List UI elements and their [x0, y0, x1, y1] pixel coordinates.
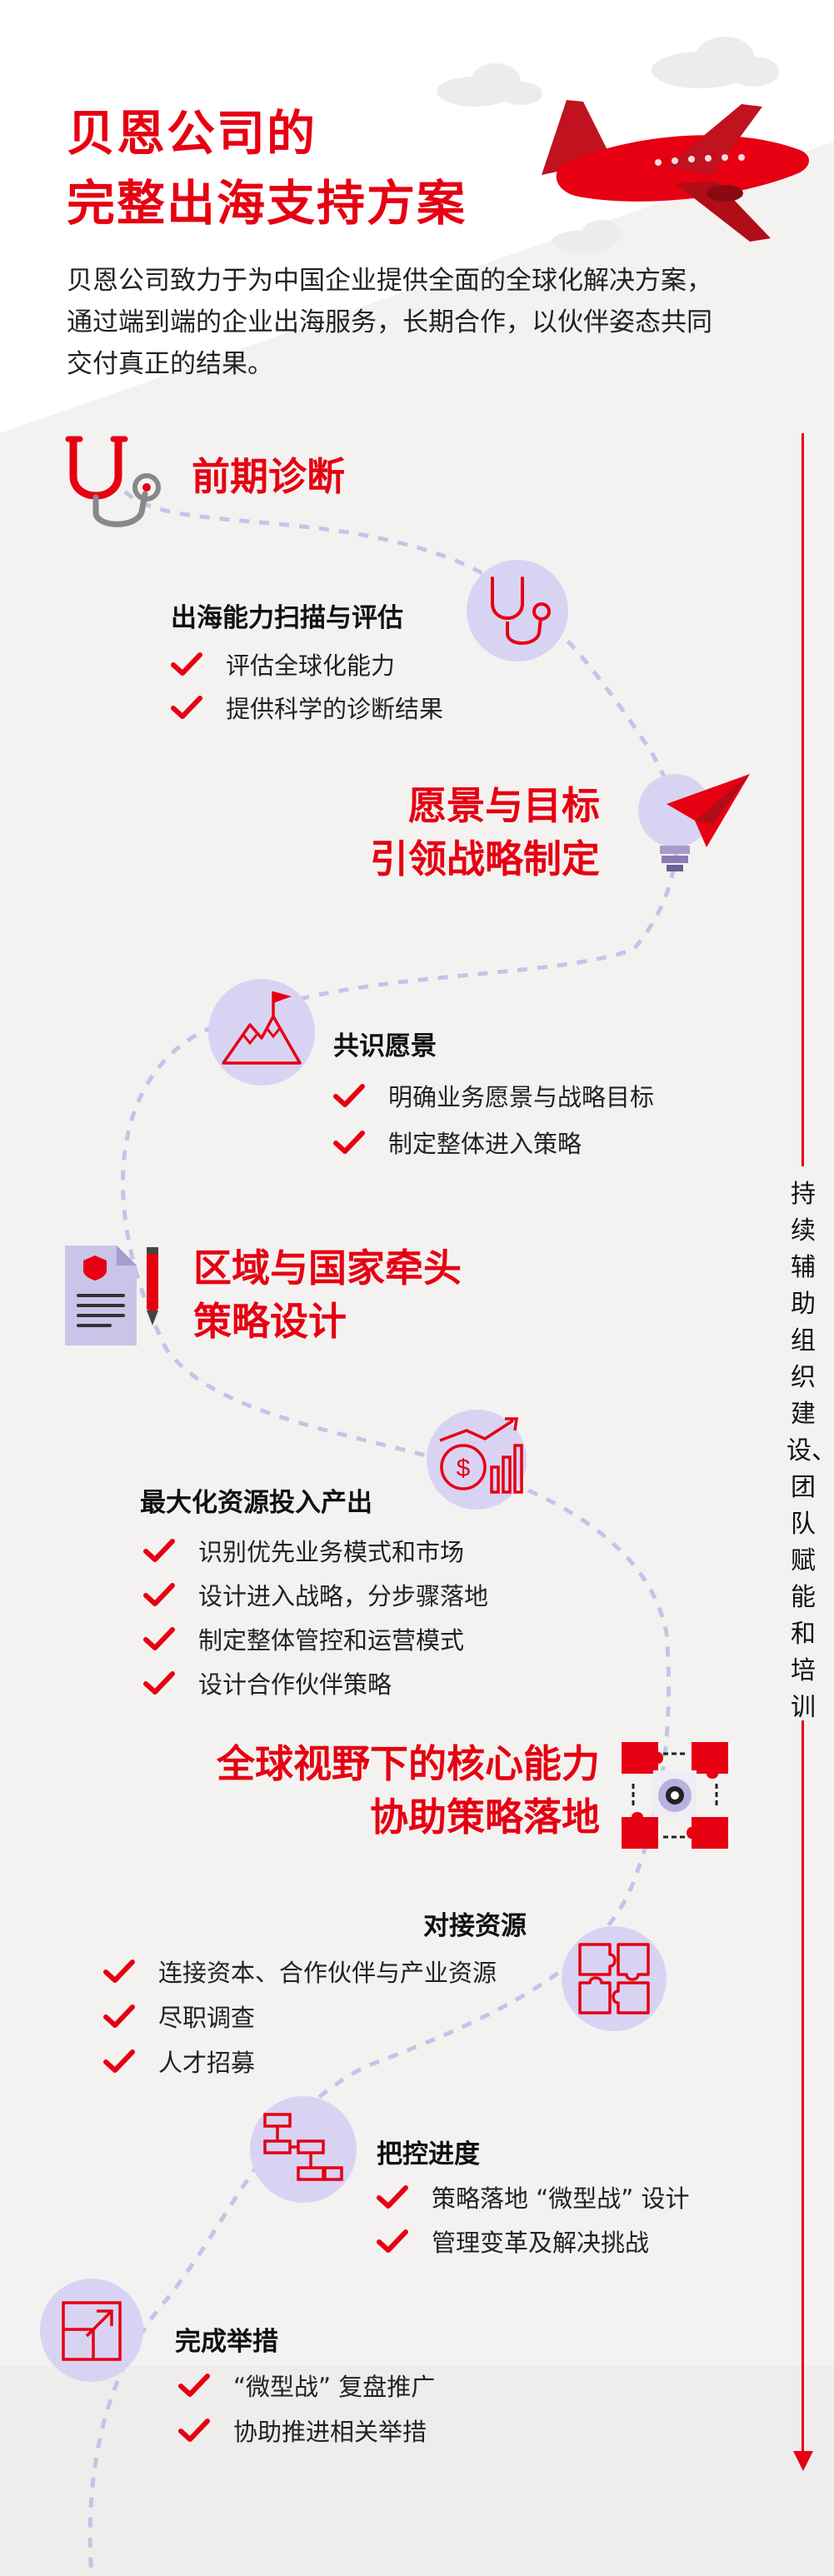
list-item: 协助推进相关举措 [178, 2413, 427, 2448]
document-pen-icon [65, 1246, 158, 1345]
list-item: 评估全球化能力 [171, 646, 395, 681]
check-icon [103, 2004, 135, 2028]
page-title: 贝恩公司的 完整出海支持方案 [67, 98, 467, 238]
side-label: 持续辅助组织建设、团队赋能和培训 [787, 1180, 834, 1722]
section-heading: 完成举措 [175, 2327, 278, 2357]
check-icon [377, 2229, 408, 2253]
check-icon [171, 652, 202, 676]
section-heading: 把控进度 [377, 2139, 480, 2169]
check-icon [143, 1539, 175, 1562]
check-icon [333, 1131, 365, 1154]
timeline-line-bottom [802, 1720, 804, 2454]
check-icon [103, 2049, 135, 2073]
lightbulb-paperplane-icon [638, 774, 750, 871]
check-icon [103, 1959, 135, 1983]
puzzle-icon [578, 1943, 650, 2014]
intro-paragraph: 贝恩公司致力于为中国企业提供全面的全球化解决方案，通过端到端的企业出海服务，长期… [67, 266, 712, 379]
flowchart-icon [263, 2113, 343, 2181]
stage-title-vision: 愿景与目标 引领战略制定 [370, 783, 600, 881]
list-item: 策略落地 “微型战” 设计 [377, 2179, 690, 2214]
list-item: 尽职调查 [103, 1999, 255, 2034]
section-heading: 出海能力扫描与评估 [171, 603, 403, 633]
stage-title-capabilities: 全球视野下的核心能力 协助策略落地 [217, 1741, 600, 1840]
check-icon [377, 2185, 408, 2209]
svg-text:$: $ [457, 1455, 471, 1482]
puzzle-gear-icon [622, 1742, 728, 1849]
list-item: 连接资本、合作伙伴与产业资源 [103, 1954, 497, 1989]
list-item: 设计进入战略，分步骤落地 [143, 1577, 488, 1612]
check-icon [178, 2419, 210, 2442]
list-item: “微型战” 复盘推广 [178, 2368, 435, 2403]
section-icon-circle [467, 560, 568, 661]
stethoscope-icon [65, 436, 161, 527]
timeline-arrow-icon [793, 2451, 813, 2471]
check-icon [333, 1084, 365, 1107]
list-item: 制定整体进入策略 [333, 1125, 582, 1160]
check-icon [171, 696, 202, 719]
section-icon-circle [208, 979, 315, 1086]
list-item: 制定整体管控和运营模式 [143, 1621, 464, 1656]
section-heading: 最大化资源投入产出 [140, 1488, 372, 1518]
section-heading: 共识愿景 [333, 1031, 437, 1061]
list-item: 提供科学的诊断结果 [171, 690, 443, 725]
timeline-line-top [802, 433, 804, 1166]
check-icon [143, 1627, 175, 1650]
money-growth-icon: $ [439, 1417, 523, 1494]
list-item: 人才招募 [103, 2044, 255, 2079]
check-icon [143, 1583, 175, 1606]
list-item: 设计合作伙伴策略 [143, 1665, 392, 1700]
stage-title-regional: 区域与国家牵头 策略设计 [193, 1246, 462, 1344]
list-item: 识别优先业务模式和市场 [143, 1533, 464, 1568]
mountain-flag-icon [222, 991, 302, 1065]
title-line-2: 完整出海支持方案 [67, 175, 467, 232]
list-item: 管理变革及解决挑战 [377, 2224, 649, 2259]
section-heading: 对接资源 [423, 1911, 527, 1941]
check-icon [178, 2374, 210, 2397]
list-item: 明确业务愿景与战略目标 [333, 1078, 654, 1113]
expand-arrow-icon [62, 2301, 122, 2361]
airplane-icon [542, 100, 810, 242]
check-icon [143, 1671, 175, 1695]
title-line-1: 贝恩公司的 [67, 105, 317, 162]
stage-title-diagnosis: 前期诊断 [192, 454, 345, 499]
stethoscope-icon [491, 577, 551, 645]
